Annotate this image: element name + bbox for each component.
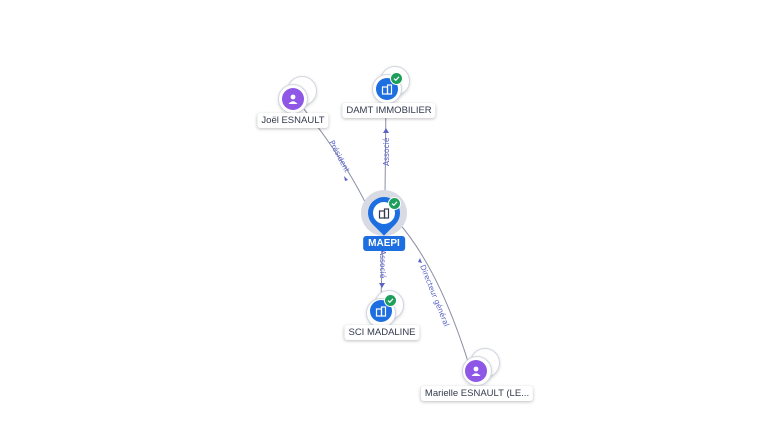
verified-check-icon (384, 294, 397, 307)
person-bubble (282, 88, 304, 110)
edge-label-directeur: Directeur général (418, 263, 451, 327)
node-label: Marielle ESNAULT (LE... (420, 386, 534, 401)
arrow-associe-top (383, 128, 389, 133)
verified-check-icon (388, 197, 401, 210)
arrow-associe-bottom (379, 283, 385, 288)
node-label: MAEPI (363, 236, 405, 251)
building-icon (375, 306, 387, 317)
edge-label-associe-top: Associé (382, 137, 391, 166)
person-icon (288, 94, 298, 104)
building-icon (381, 84, 393, 95)
arrow-directeur (418, 258, 422, 263)
edge-label-associe-bottom: Associé (378, 250, 387, 279)
person-bubble (465, 360, 487, 382)
node-label: Joël ESNAULT (257, 113, 329, 128)
building-icon (378, 208, 390, 219)
node-label: DAMT IMMOBILIER (342, 103, 436, 118)
node-label: SCI MADALINE (344, 325, 420, 340)
edge-maepi-marielle (397, 221, 471, 369)
edge-label-president: Président (327, 139, 351, 174)
arrow-president (344, 176, 348, 181)
verified-check-icon (390, 72, 403, 85)
person-icon (471, 366, 481, 376)
